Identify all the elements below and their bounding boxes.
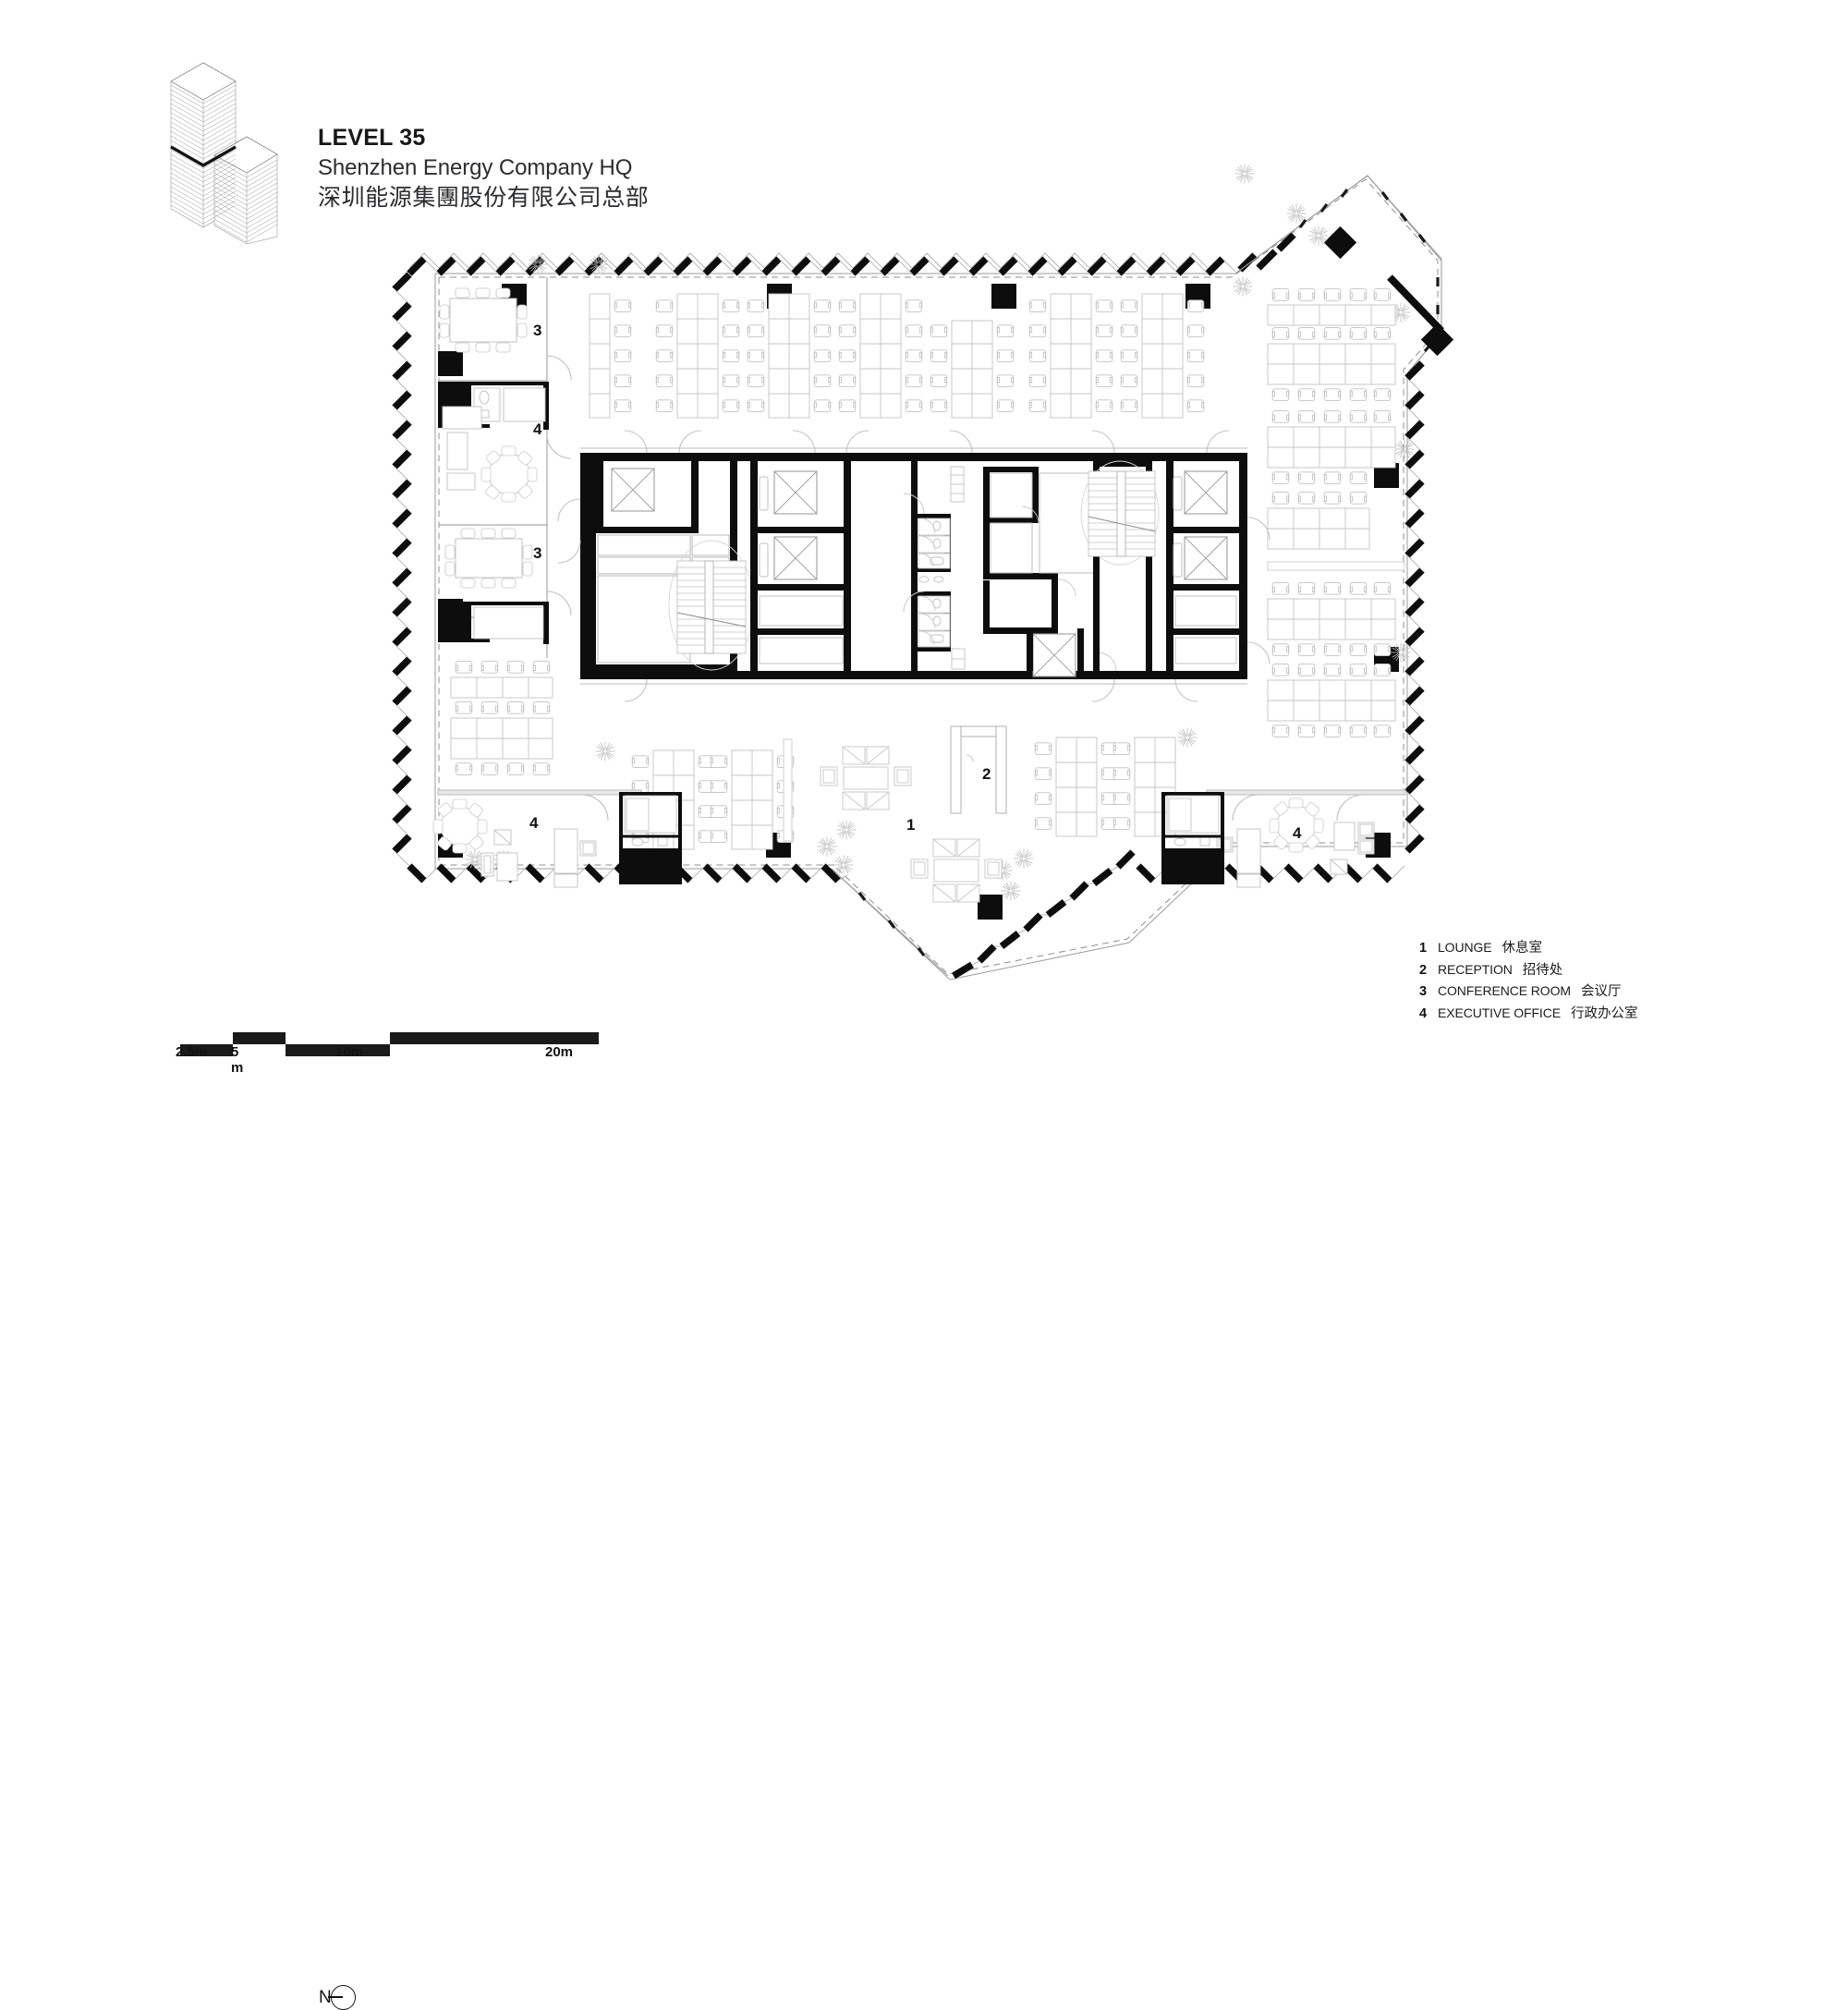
- legend-label-en: RECEPTION: [1438, 961, 1513, 977]
- east-meeting-tables: [1267, 287, 1405, 738]
- executive-office-se: [1161, 789, 1406, 888]
- sofa-group-lower: [910, 838, 1003, 903]
- title-block: LEVEL 35 Shenzhen Energy Company HQ 深圳能源…: [159, 28, 649, 245]
- north-arrow-icon: N: [319, 1985, 356, 2010]
- core-door-swings: [557, 430, 1270, 702]
- legend-number: 4: [1419, 1005, 1428, 1021]
- room-tag-4-nw1: 4: [533, 420, 542, 438]
- toilet-block: [903, 461, 966, 671]
- room-tag-4-se: 4: [1293, 824, 1302, 842]
- setback-dashed-line: [438, 178, 1439, 975]
- legend-item-executive-office: 4 EXECUTIVE OFFICE 行政办公室: [1419, 1003, 1637, 1025]
- glazing-line: [434, 175, 1442, 981]
- ensuite-se: [1161, 792, 1224, 884]
- legend-item-reception: 2 RECEPTION 招待处: [1419, 959, 1637, 981]
- room-tag-4-sw: 4: [529, 814, 539, 832]
- elevator-cab: [773, 470, 818, 515]
- legend-label-cn: 休息室: [1502, 941, 1543, 956]
- sawtooth-facade: [392, 175, 1444, 980]
- drawing-sheet: LEVEL 35 Shenzhen Energy Company HQ 深圳能源…: [159, 28, 1637, 2010]
- stair-core-right: [1080, 460, 1160, 671]
- legend-item-conference-room: 3 CONFERENCE ROOM 会议厅: [1419, 981, 1637, 1003]
- scale-tick-20m: 20m: [545, 1044, 574, 1060]
- executive-furniture-nw: [442, 406, 538, 503]
- service-core: [557, 430, 1270, 702]
- sofa-group-upper: [820, 746, 912, 810]
- room-tag-1-lounge: 1: [906, 816, 915, 834]
- core-left: [589, 461, 755, 671]
- door-swings: [546, 355, 572, 616]
- elevator-cab: [611, 468, 655, 512]
- elevator-cab: [1184, 536, 1228, 580]
- legend-number: 2: [1419, 962, 1428, 978]
- room-number-tags: 3 4 3 4 1 2 4: [529, 322, 1302, 842]
- legend-label-en: LOUNGE: [1438, 940, 1492, 955]
- service-block-nw: [438, 382, 549, 430]
- legend-label-cn: 招待处: [1522, 962, 1563, 978]
- core-lifts-a: [750, 461, 851, 671]
- legend-label-cn: 行政办公室: [1570, 1005, 1638, 1021]
- level-label: LEVEL 35: [318, 125, 426, 151]
- open-office-north: [589, 293, 1205, 419]
- tower-isometric-icon: [170, 62, 278, 245]
- legend-label-en: CONFERENCE ROOM: [1438, 983, 1571, 998]
- room-tag-3-nw1: 3: [533, 322, 541, 339]
- scale-bar: [180, 1032, 599, 1056]
- planter-symbols: [465, 164, 1415, 901]
- structural-columns: [438, 225, 1454, 920]
- scale-tick-10m: 10m: [335, 1044, 364, 1060]
- legend-label-cn: 会议厅: [1580, 984, 1622, 999]
- room-tag-3-nw2: 3: [533, 544, 541, 562]
- project-name-cn: 深圳能源集團股份有限公司总部: [318, 184, 650, 212]
- elevator-cab: [1184, 470, 1228, 515]
- elevator-cab: [773, 536, 818, 580]
- diamond-columns: [1323, 225, 1454, 357]
- open-office-southwest: [450, 660, 553, 776]
- northwest-rooms: [438, 277, 572, 658]
- legend-item-lounge: 1 LOUNGE 休息室: [1419, 937, 1637, 959]
- title-text-group: LEVEL 35 Shenzhen Energy Company HQ 深圳能源…: [318, 28, 649, 213]
- scale-tick-2_5m: 2.5m: [176, 1044, 208, 1060]
- stair-core-left: [668, 540, 755, 671]
- scale-tick-5m: 5 m: [231, 1044, 244, 1076]
- executive-office-sw: [432, 789, 682, 888]
- lounge-furniture: [820, 725, 1007, 903]
- highlighted-level-band: [170, 145, 237, 167]
- north-circle: [327, 1985, 356, 2010]
- legend-number: 3: [1419, 984, 1428, 999]
- ensuite-sw: [619, 792, 682, 884]
- reception-desk: [950, 725, 1007, 814]
- room-tag-2-reception: 2: [982, 765, 991, 783]
- legend: 1 LOUNGE 休息室 2 RECEPTION 招待处 3 CONFERENC…: [1419, 937, 1637, 1024]
- project-name-en: Shenzhen Energy Company HQ: [318, 154, 633, 180]
- legend-label-en: EXECUTIVE OFFICE: [1438, 1005, 1561, 1020]
- conference-table: [449, 298, 517, 343]
- legend-number: 1: [1419, 941, 1428, 956]
- core-central-rooms: [983, 467, 1117, 677]
- elevator-cab: [1032, 633, 1076, 677]
- service-block-sw: [438, 602, 549, 644]
- core-lifts-b: [1166, 461, 1240, 671]
- open-office-south: [631, 737, 1176, 850]
